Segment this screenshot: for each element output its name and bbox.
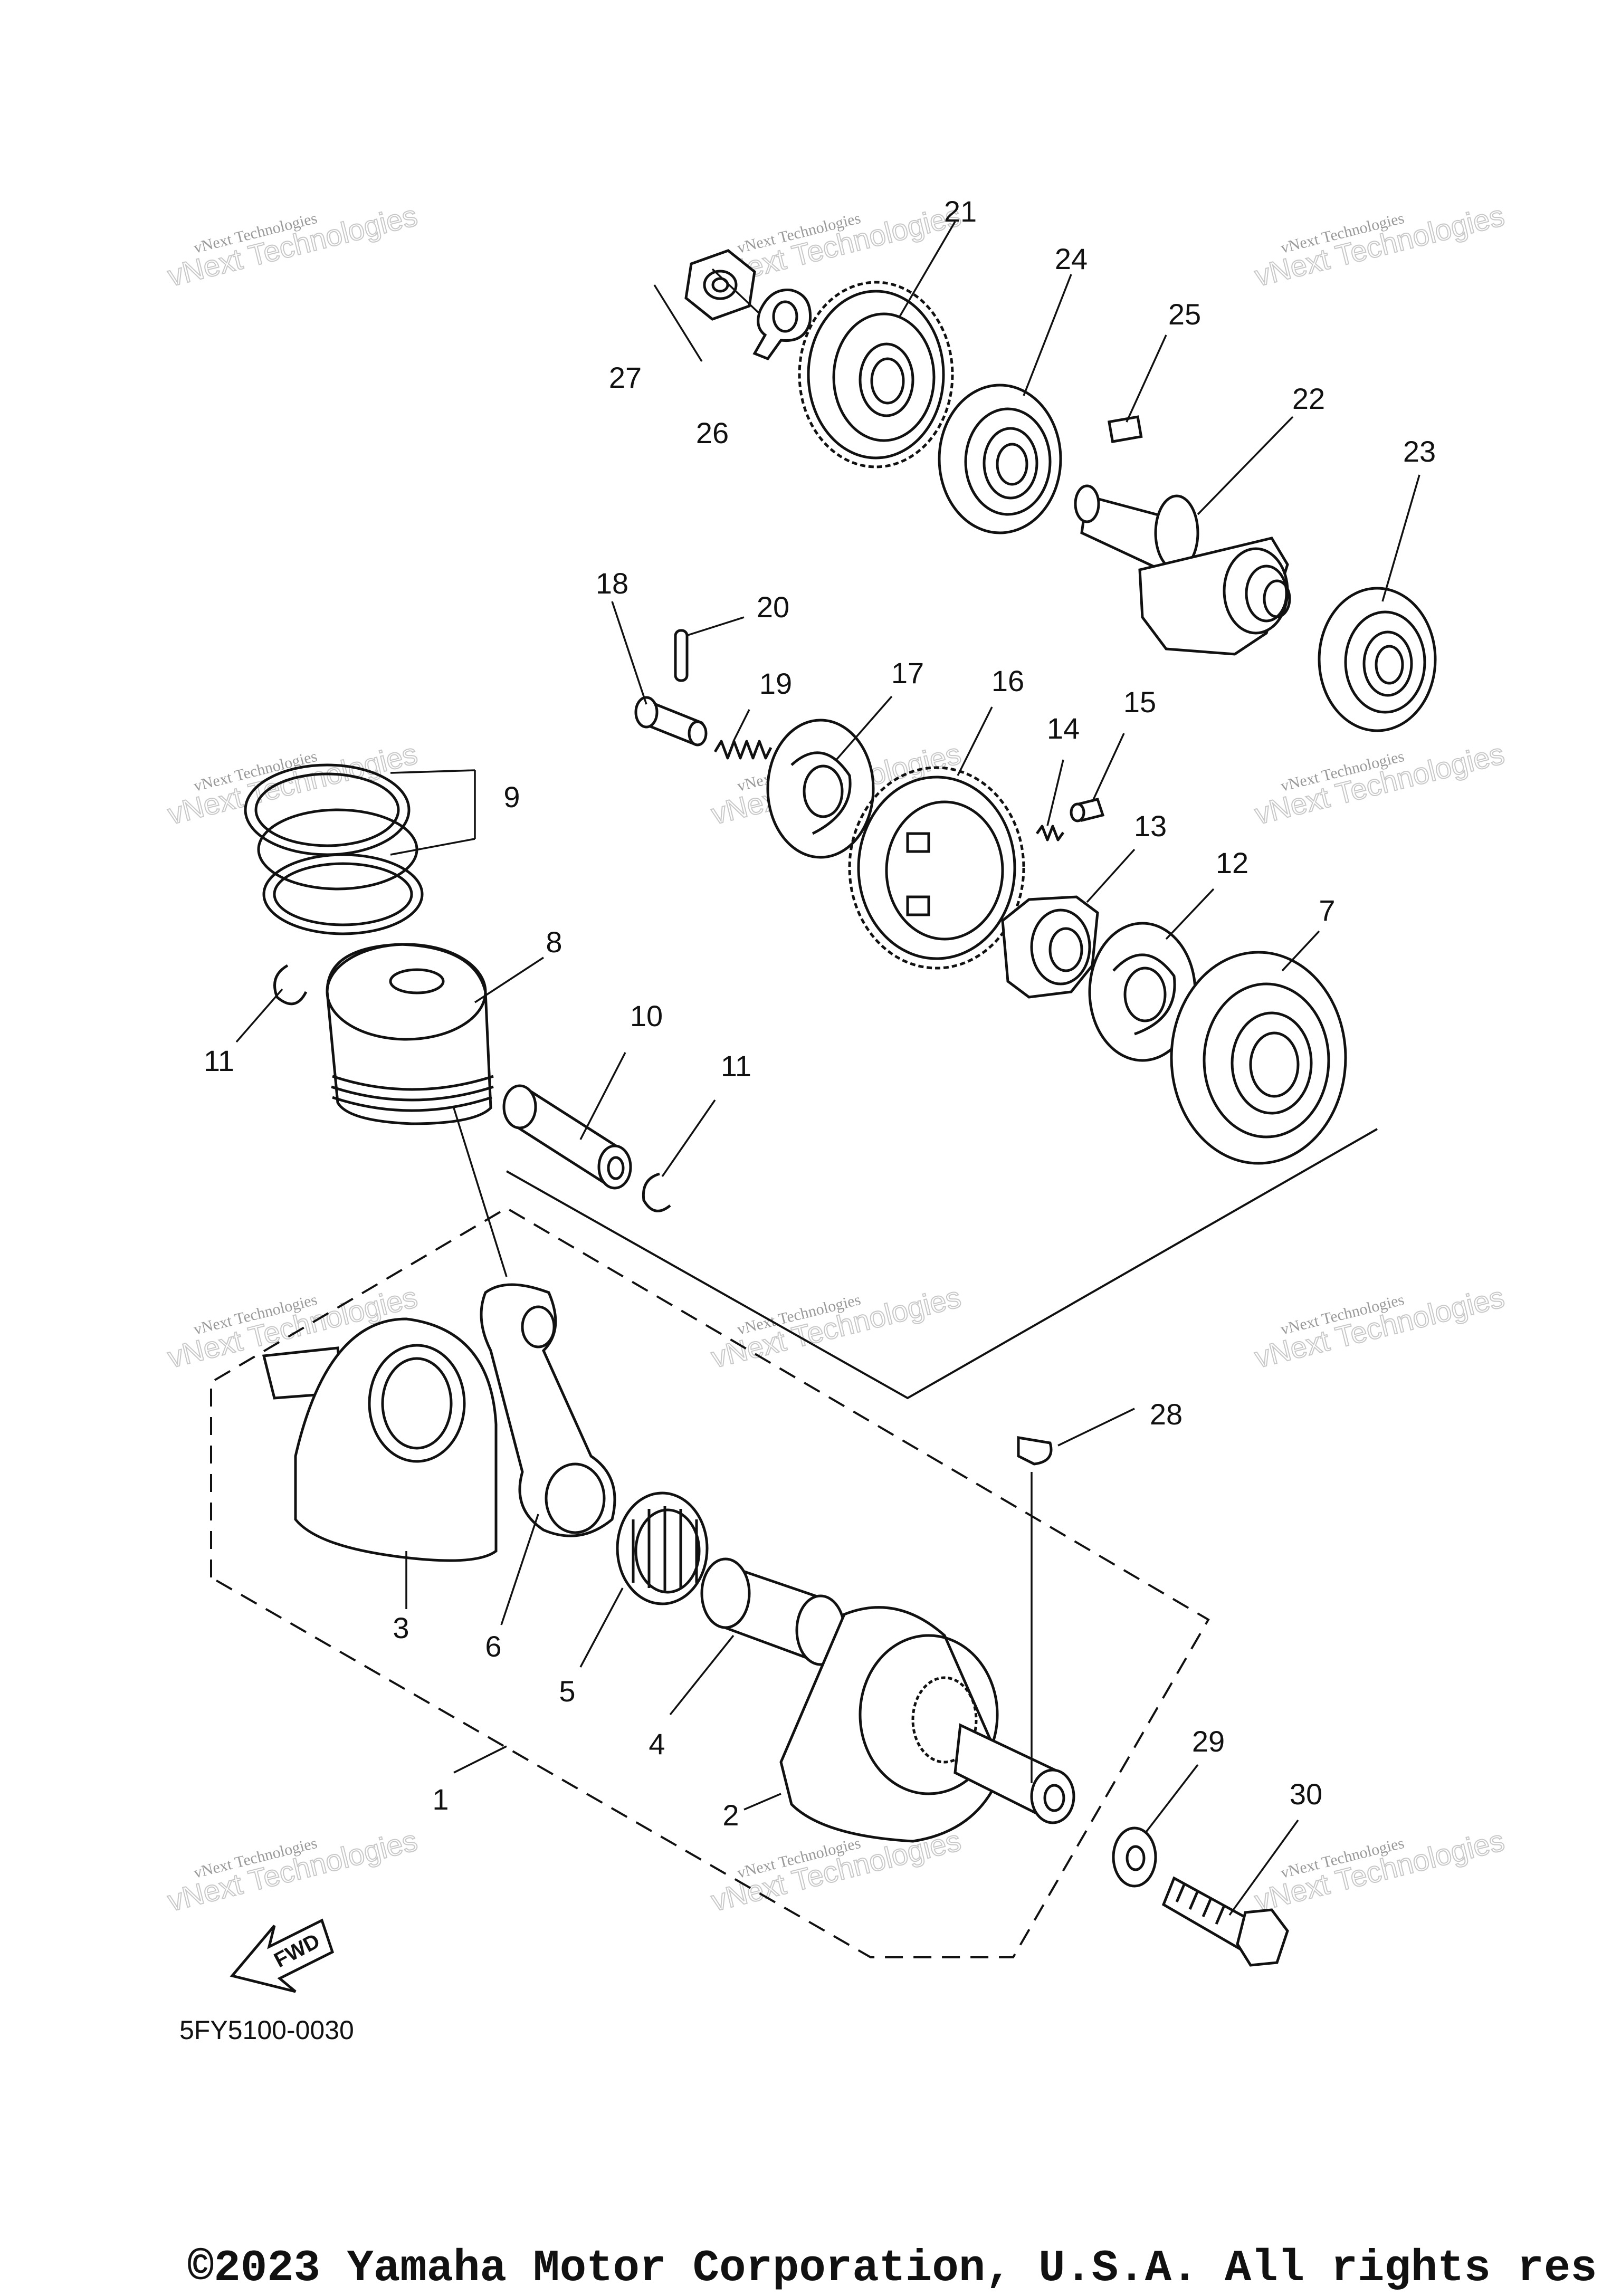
pin-18 (634, 696, 708, 747)
part-label-30[interactable]: 30 (1290, 1777, 1322, 1811)
bearing-24 (938, 384, 1062, 534)
bearing-23 (1318, 587, 1437, 732)
part-label-11-right[interactable]: 11 (721, 1049, 751, 1083)
watermark: vNext Technologies vNext Technologies (1251, 1279, 1508, 1374)
part-label-15[interactable]: 15 (1123, 685, 1156, 719)
woodruff-key-25 (1108, 415, 1143, 443)
circlip-11-left (273, 964, 308, 1006)
part-label-28[interactable]: 28 (1150, 1398, 1183, 1431)
watermark: vNext Technologies vNext Technologies (708, 1279, 965, 1374)
part-label-3[interactable]: 3 (393, 1611, 409, 1644)
lock-washer (752, 289, 812, 361)
crank-left (262, 1317, 498, 1562)
part-label-23[interactable]: 23 (1403, 435, 1436, 468)
part-label-17[interactable]: 17 (891, 656, 924, 690)
leader-lines (235, 221, 1420, 1916)
part-label-18[interactable]: 18 (596, 567, 628, 600)
bearing-7 (1170, 951, 1347, 1165)
part-label-7[interactable]: 7 (1319, 894, 1335, 927)
part-label-21[interactable]: 21 (944, 195, 977, 228)
spring-19 (713, 740, 773, 760)
nut (684, 249, 756, 321)
part-label-5[interactable]: 5 (559, 1675, 575, 1708)
part-label-9[interactable]: 9 (503, 780, 520, 814)
part-label-20[interactable]: 20 (757, 590, 789, 624)
spring-14 (1035, 825, 1065, 841)
bolt-30 (1161, 1876, 1289, 1967)
plate-17 (766, 719, 875, 859)
hub-13 (1001, 895, 1099, 999)
part-label-29[interactable]: 29 (1192, 1725, 1225, 1758)
crankshaft-assembly-outline (210, 1207, 1210, 1958)
part-label-16[interactable]: 16 (991, 664, 1024, 697)
part-label-13[interactable]: 13 (1134, 809, 1167, 843)
watermark: vNext Technologies vNext Technologies (1251, 736, 1508, 831)
plate-12 (1088, 922, 1197, 1062)
balancer-drive-gear (798, 281, 954, 468)
primary-drive-gear (848, 766, 1025, 970)
part-label-19[interactable]: 19 (759, 667, 792, 700)
part-label-8[interactable]: 8 (546, 925, 562, 959)
watermark: vNext Technologies vNext Technologies (164, 198, 421, 293)
crank-pin (700, 1557, 846, 1666)
diagram-code: 5FY5100-0030 (179, 2015, 354, 2045)
part-label-14[interactable]: 14 (1047, 712, 1080, 745)
woodruff-key-28 (1017, 1436, 1053, 1466)
piston-pin (502, 1084, 632, 1190)
part-label-4[interactable]: 4 (649, 1727, 665, 1761)
part-label-1[interactable]: 1 (432, 1783, 449, 1816)
part-labels: 1 2 3 4 5 6 7 8 9 10 11 11 12 13 14 15 1… (204, 195, 1436, 1832)
watermark: vNext Technologies vNext Technologies (164, 1823, 421, 1918)
balancer-group-outline (506, 1128, 1378, 1400)
fwd-arrow: FWD (230, 1918, 335, 1993)
balancer-shaft (1074, 484, 1291, 656)
part-label-25[interactable]: 25 (1168, 298, 1201, 331)
washer-29 (1112, 1826, 1157, 1888)
connecting-rod (480, 1283, 616, 1537)
piston (326, 943, 494, 1125)
watermark: vNext Technologies vNext Technologies (1251, 1823, 1508, 1918)
part-label-26[interactable]: 26 (696, 416, 729, 449)
crank-right (779, 1606, 1075, 1843)
circlip-11-right (642, 1172, 671, 1212)
part-label-11-left[interactable]: 11 (204, 1044, 234, 1077)
part-label-27[interactable]: 27 (609, 361, 642, 394)
copyright-text: ©2023 Yamaha Motor Corporation, U.S.A. A… (187, 2244, 1597, 2294)
part-label-6[interactable]: 6 (485, 1630, 501, 1663)
needle-bearing (616, 1491, 709, 1605)
part-label-10[interactable]: 10 (630, 999, 663, 1032)
part-label-2[interactable]: 2 (722, 1798, 739, 1832)
part-label-12[interactable]: 12 (1216, 846, 1248, 879)
part-label-22[interactable]: 22 (1292, 382, 1325, 415)
watermark: vNext Technologies vNext Technologies (1251, 198, 1508, 293)
part-label-24[interactable]: 24 (1055, 242, 1088, 275)
pin-15 (1070, 798, 1105, 822)
pin-20 (674, 629, 689, 682)
